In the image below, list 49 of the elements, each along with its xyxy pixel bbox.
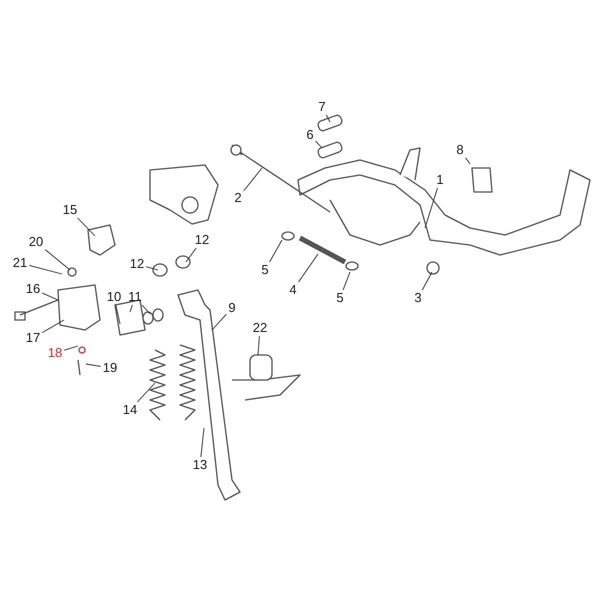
callout-number: 10	[106, 290, 122, 304]
leader-line	[28, 264, 62, 274]
callout-number: 5	[261, 263, 269, 277]
callout-number: 17	[26, 331, 40, 345]
leader-line	[136, 382, 156, 402]
leader-line	[42, 320, 64, 334]
leader-line	[326, 114, 330, 122]
callout-number: 1	[436, 173, 444, 187]
leader-line	[424, 188, 438, 228]
callout-number: 6	[306, 128, 314, 142]
callout-number: 20	[28, 235, 44, 249]
callout-number: 16	[26, 282, 40, 296]
leader-line	[212, 314, 227, 330]
leader-line	[86, 364, 102, 367]
leader-line	[342, 272, 350, 290]
leader-line	[146, 266, 158, 270]
leader-line	[269, 240, 282, 262]
callout-number: 21	[12, 256, 28, 270]
callout-number: 19	[102, 361, 118, 375]
callout-number: 12	[130, 257, 144, 271]
callout-number: 13	[192, 458, 208, 472]
leader-line	[200, 428, 204, 458]
leader-line	[64, 346, 78, 351]
callout-number: 12	[194, 233, 210, 247]
leader-line	[130, 304, 133, 312]
leader-line	[422, 272, 432, 290]
leader-line	[315, 140, 322, 148]
leader-line	[44, 249, 70, 270]
callout-number: 14	[122, 403, 138, 417]
callout-number: 7	[318, 100, 326, 114]
leader-line	[298, 254, 318, 282]
callout-number: 22	[252, 321, 268, 335]
leader-line	[186, 248, 197, 262]
leader-line	[258, 336, 260, 356]
callout-number: 3	[414, 291, 422, 305]
callout-number: 5	[336, 291, 344, 305]
leader-line	[465, 157, 470, 164]
callout-number: 9	[228, 301, 236, 315]
leader-line	[42, 292, 58, 300]
callout-number: 18	[48, 346, 62, 360]
callout-number: 4	[289, 283, 297, 297]
callout-number: 15	[62, 203, 78, 217]
leader-line	[243, 168, 262, 192]
leader-line	[115, 304, 120, 324]
leader-line	[77, 218, 96, 236]
callout-number: 2	[234, 191, 242, 205]
callout-number: 11	[128, 290, 142, 304]
leader-line	[142, 304, 150, 314]
callout-number: 8	[456, 143, 464, 157]
